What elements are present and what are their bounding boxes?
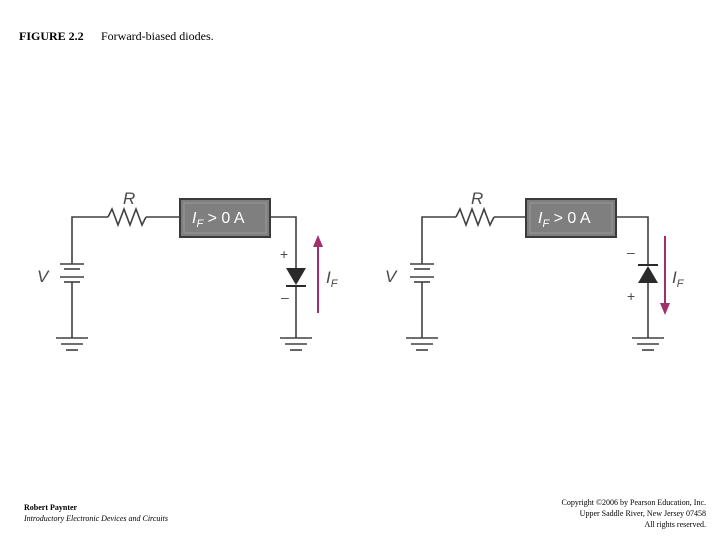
wire-meter-diode <box>270 216 297 268</box>
wire-meter-diode <box>616 216 649 265</box>
current-arrow-down-icon <box>660 236 670 315</box>
book-title: Introductory Electronic Devices and Circ… <box>24 514 168 523</box>
battery-2 <box>410 262 434 286</box>
author-name: Robert Paynter <box>24 503 78 512</box>
source-label: V <box>385 267 398 286</box>
current-arrow-up-icon <box>313 235 323 313</box>
copyright-line: Upper Saddle River, New Jersey 07458 <box>579 509 706 518</box>
polarity-bottom: – <box>281 289 289 305</box>
source-label: V <box>37 267 50 286</box>
ground-icon <box>56 337 88 351</box>
ground-icon <box>406 337 438 351</box>
copyright-line: Copyright ©2006 by Pearson Education, In… <box>561 498 707 507</box>
current-label: IF <box>672 268 685 290</box>
figure-caption: Forward-biased diodes. <box>101 29 214 43</box>
resistor <box>455 206 495 228</box>
ammeter-reading: IF > 0 A <box>538 210 591 230</box>
current-label: IF <box>326 268 339 290</box>
battery-1 <box>60 262 84 286</box>
copyright-line: All rights reserved. <box>644 520 706 529</box>
resistor <box>107 206 147 228</box>
ammeter-reading: IF > 0 A <box>192 210 245 230</box>
circuit-1: IF > 0 A R V + – IF <box>37 189 339 351</box>
ammeter-2: IF > 0 A <box>525 198 617 238</box>
figure-label: FIGURE 2.2 <box>19 29 84 43</box>
polarity-bottom: + <box>627 288 635 304</box>
diode-forward-icon <box>286 268 306 287</box>
resistor-label: R <box>471 189 483 208</box>
copyright-notice: Copyright ©2006 by Pearson Education, In… <box>562 497 707 530</box>
resistor-label: R <box>123 189 135 208</box>
wire-top-left <box>71 216 108 262</box>
polarity-top: + <box>280 246 288 262</box>
polarity-top: – <box>627 244 635 260</box>
diode-reversed-icon <box>638 264 658 283</box>
circuit-2: IF > 0 A R V – + IF <box>385 189 685 351</box>
ground-icon <box>632 337 664 351</box>
ammeter-1: IF > 0 A <box>179 198 271 238</box>
wire-top-left <box>421 216 456 262</box>
ground-icon <box>280 337 312 351</box>
